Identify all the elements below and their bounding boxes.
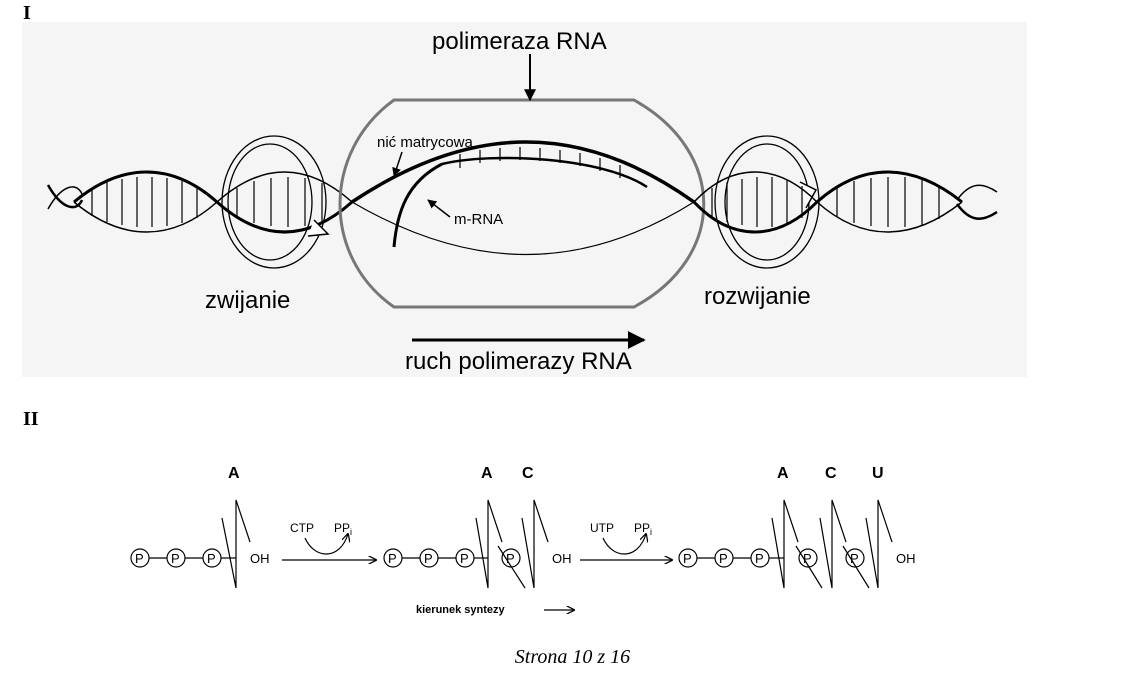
step2-phosphate-4: P bbox=[506, 551, 515, 566]
step2-chain bbox=[383, 499, 549, 589]
step1-phosphate-1: P bbox=[135, 551, 144, 566]
mrna-label: m-RNA bbox=[454, 211, 503, 228]
dna-helix-right bbox=[692, 170, 998, 234]
mrna-pointer bbox=[427, 199, 451, 218]
winding-label: zwijanie bbox=[205, 287, 290, 314]
step1-triphosphate bbox=[130, 499, 251, 589]
step3-phosphate-3: P bbox=[755, 551, 764, 566]
step3-phosphate-5: P bbox=[850, 551, 859, 566]
movement-label: ruch polimerazy RNA bbox=[405, 348, 632, 375]
rna-synthesis-scheme: P P P A OH CTP PPi P P P P A C OH UTP PP… bbox=[130, 465, 916, 616]
polymerase-label: polimeraza RNA bbox=[432, 28, 607, 55]
page-footer: Strona 10 z 16 bbox=[514, 646, 631, 668]
step3-base-c: C bbox=[825, 465, 837, 482]
arrow2-byproduct: PPi bbox=[634, 521, 652, 537]
template-strand-pointer bbox=[392, 151, 403, 177]
step1-oh: OH bbox=[250, 551, 270, 566]
step2-phosphate-2: P bbox=[424, 551, 433, 566]
section-label-i: I bbox=[23, 2, 31, 24]
step3-chain bbox=[678, 499, 893, 589]
arrow2-substrate: UTP bbox=[590, 521, 614, 535]
template-strand-label: nić matrycowa bbox=[377, 134, 474, 151]
section-label-ii: II bbox=[23, 408, 39, 430]
arrow1-byproduct: PPi bbox=[334, 521, 352, 537]
step2-oh: OH bbox=[552, 551, 572, 566]
step3-phosphate-1: P bbox=[683, 551, 692, 566]
step1-phosphate-3: P bbox=[207, 551, 216, 566]
synthesis-direction-label: kierunek syntezy bbox=[416, 604, 506, 616]
reaction-curve-2 bbox=[602, 534, 646, 555]
step1-base-a: A bbox=[228, 465, 240, 482]
step2-phosphate-3: P bbox=[460, 551, 469, 566]
step3-base-u: U bbox=[872, 465, 884, 482]
step1-phosphate-2: P bbox=[171, 551, 180, 566]
step2-phosphate-1: P bbox=[388, 551, 397, 566]
step3-oh: OH bbox=[896, 551, 916, 566]
step2-base-a: A bbox=[481, 465, 493, 482]
arrow1-substrate: CTP bbox=[290, 521, 314, 535]
reaction-curve-1 bbox=[304, 534, 348, 555]
step3-phosphate-2: P bbox=[719, 551, 728, 566]
step2-base-c: C bbox=[522, 465, 534, 482]
transcription-diagram: polimeraza RNA nić matrycowa m-RNA zwija… bbox=[22, 22, 1027, 377]
step3-base-a: A bbox=[777, 465, 789, 482]
dna-helix-left bbox=[46, 170, 353, 234]
step3-phosphate-4: P bbox=[803, 551, 812, 566]
rna-polymerase-outline bbox=[338, 98, 706, 309]
winding-rotation-arrow bbox=[221, 135, 330, 269]
unwinding-label: rozwijanie bbox=[704, 283, 811, 310]
